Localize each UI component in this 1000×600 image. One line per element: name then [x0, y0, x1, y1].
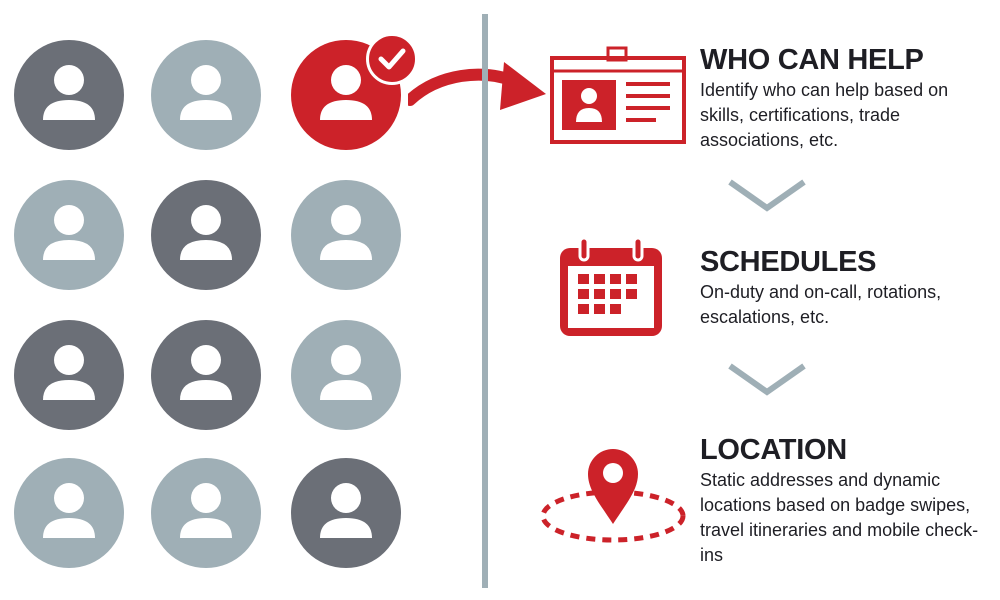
person-avatar-icon [151, 320, 261, 430]
checkmark-icon [366, 33, 418, 85]
calendar-icon [558, 236, 664, 343]
step-description-schedules: On-duty and on-call, rotations, escalati… [700, 282, 942, 327]
person-avatar-icon [14, 320, 124, 430]
person-avatar-icon [14, 180, 124, 290]
step-description-location: Static addresses and dynamic locations b… [700, 470, 979, 565]
person-avatar-icon [14, 40, 124, 150]
step-title-who-can-help: WHO CAN HELP [700, 44, 924, 76]
curved-arrow-icon [408, 62, 546, 110]
person-avatar-icon [291, 320, 401, 430]
id-badge-icon [548, 46, 688, 151]
person-avatar-icon [291, 458, 401, 568]
person-avatar-icon [151, 458, 261, 568]
person-avatar-icon [14, 458, 124, 568]
chevron-down-icon [728, 179, 806, 212]
vertical-divider [482, 14, 488, 588]
chevron-down-icon [728, 363, 806, 396]
step-title-schedules: SCHEDULES [700, 246, 877, 278]
person-avatar-icon [291, 180, 401, 290]
location-pin-icon [538, 440, 688, 551]
person-avatar-icon [151, 40, 261, 150]
person-avatar-icon [151, 180, 261, 290]
step-title-location: LOCATION [700, 434, 847, 466]
step-description-who-can-help: Identify who can help based on skills, c… [700, 80, 949, 150]
